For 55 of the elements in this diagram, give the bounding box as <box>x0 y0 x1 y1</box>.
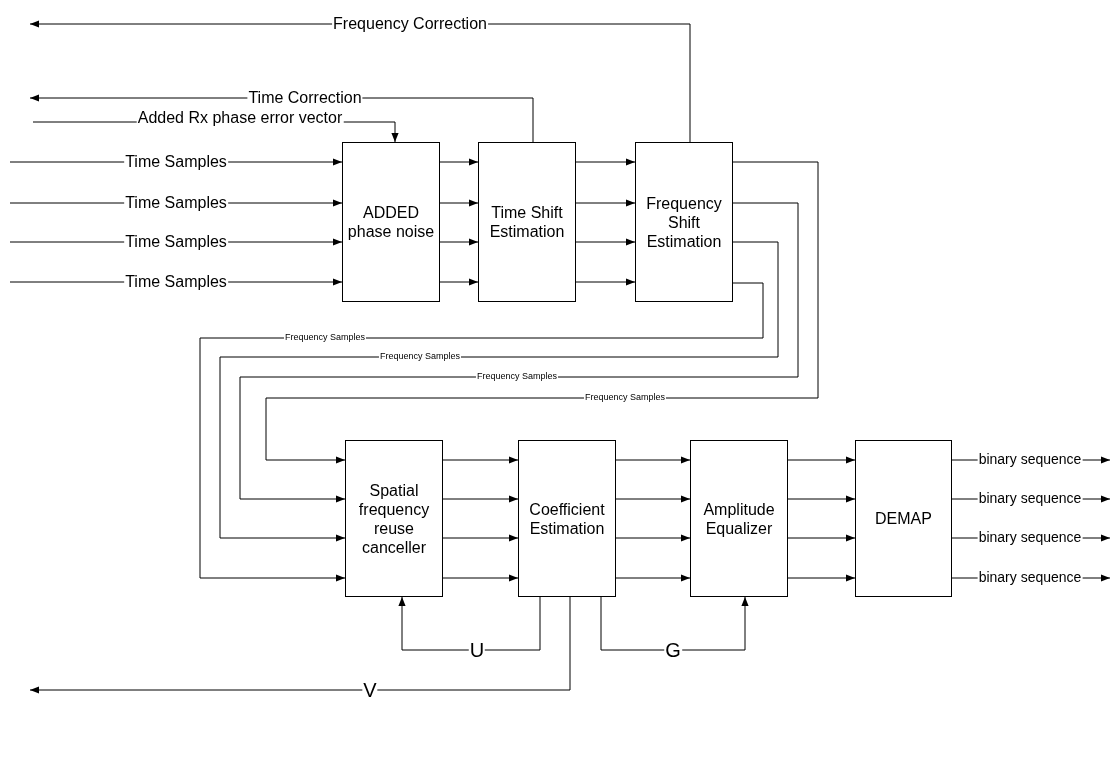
arrow <box>787 534 856 542</box>
arrow <box>575 199 636 207</box>
arrow <box>787 456 856 464</box>
edge-label: Frequency Correction <box>332 15 488 33</box>
arrow <box>439 158 479 166</box>
edge-label: Added Rx phase error vector <box>136 109 344 127</box>
edge-label: Frequency Samples <box>584 393 666 403</box>
arrow <box>575 158 636 166</box>
process-box <box>518 440 616 597</box>
arrow <box>265 161 819 464</box>
block-label: ADDED phase noise <box>346 203 436 241</box>
arrow <box>439 199 479 207</box>
arrow <box>199 282 764 582</box>
arrow <box>615 534 691 542</box>
block-label: Time Shift Estimation <box>488 203 566 241</box>
edge-label: binary sequence <box>977 452 1083 468</box>
edge-label: binary sequence <box>977 570 1083 586</box>
block-label: DEMAP <box>875 509 932 528</box>
arrow <box>575 238 636 246</box>
block-label: Coefficient Estimation <box>528 499 606 538</box>
arrow <box>615 495 691 503</box>
arrow <box>398 596 541 651</box>
edge-label: Time Samples <box>124 194 228 212</box>
block-label: Spatial frequency reuse canceller <box>357 480 431 557</box>
process-box <box>635 142 733 302</box>
arrow <box>219 241 779 542</box>
edge-label: Time Samples <box>124 273 228 291</box>
edge-label: Time Samples <box>124 233 228 251</box>
arrow <box>575 278 636 286</box>
arrow <box>239 202 799 503</box>
edge-label: binary sequence <box>977 491 1083 507</box>
edge-label: Frequency Samples <box>379 352 461 362</box>
arrow <box>439 278 479 286</box>
block-label: Frequency Shift Estimation <box>645 193 723 251</box>
edge-label: Time Samples <box>124 153 228 171</box>
block-label: Amplitude Equalizer <box>702 499 776 538</box>
process-box <box>478 142 576 302</box>
arrow <box>29 596 571 694</box>
edge-label: binary sequence <box>977 530 1083 546</box>
arrow <box>615 574 691 582</box>
arrow <box>439 238 479 246</box>
edge-label: Frequency Samples <box>476 372 558 382</box>
process-box <box>345 440 443 597</box>
arrow <box>442 574 519 582</box>
arrow <box>615 456 691 464</box>
arrow <box>787 495 856 503</box>
arrow <box>442 495 519 503</box>
process-box <box>342 142 440 302</box>
arrow <box>600 596 749 651</box>
process-box <box>855 440 952 597</box>
edge-label: Frequency Samples <box>284 333 366 343</box>
arrow <box>787 574 856 582</box>
arrow <box>442 534 519 542</box>
process-box <box>690 440 788 597</box>
arrow <box>442 456 519 464</box>
